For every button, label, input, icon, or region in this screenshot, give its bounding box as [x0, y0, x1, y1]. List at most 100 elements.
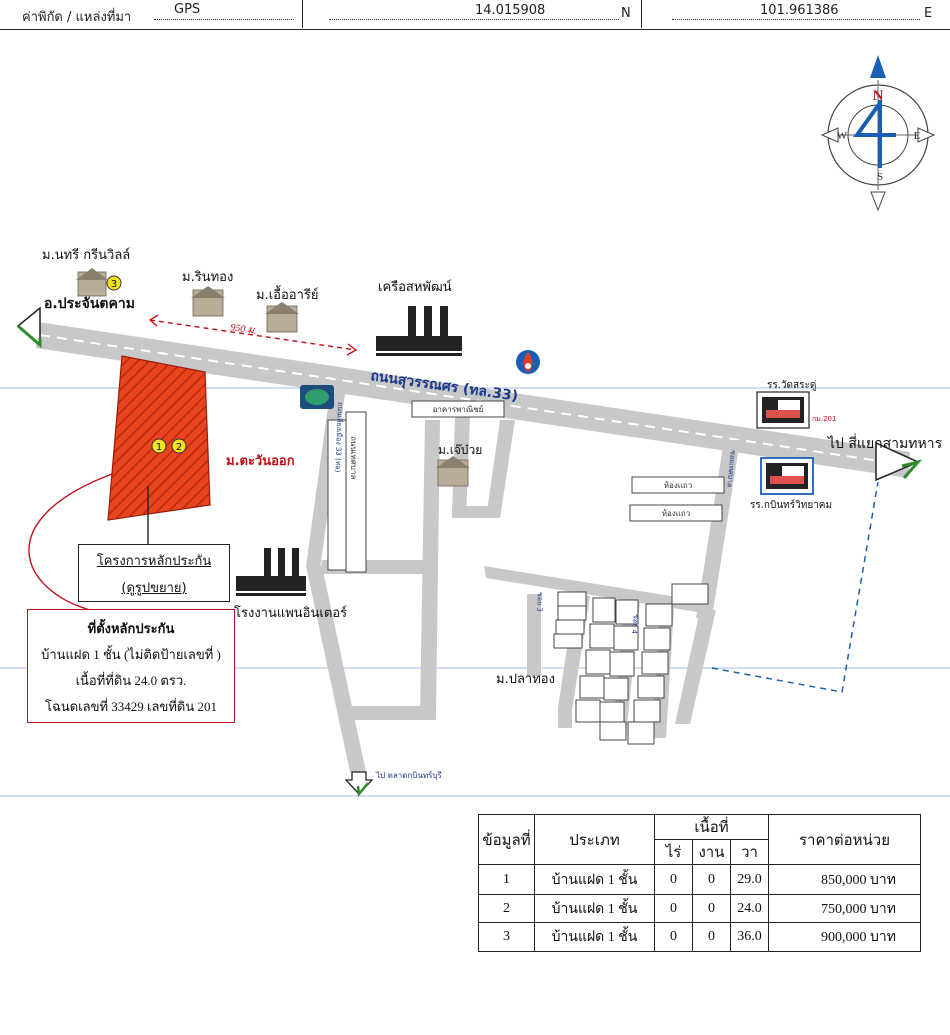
- cell-price: 900,000 บาท: [768, 922, 921, 952]
- housing-grid: [553, 591, 673, 745]
- label-to-prachantakham: อ.ประจันตคาม: [44, 296, 135, 312]
- cell-wa: 24.0: [730, 894, 769, 923]
- school-icon-kabin: [760, 457, 814, 495]
- table-row: 2 บ้านแฝด 1 ชั้น 0 0 24.0 750,000 บาท: [478, 894, 921, 923]
- label-village-plathong: ม.ปลาทอง: [496, 672, 555, 687]
- coord-label: ค่าพิกัด / แหล่งที่มา: [22, 10, 132, 25]
- cell-no: 1: [478, 864, 535, 895]
- house-icon: [76, 268, 108, 297]
- svg-text:3: 3: [111, 279, 117, 290]
- arrow-to-intersection: [875, 441, 923, 482]
- label-distance: 950 ม.: [230, 322, 258, 337]
- dotted-leader: [154, 5, 294, 20]
- table-row: 3 บ้านแฝด 1 ชั้น 0 0 36.0 900,000 บาท: [478, 922, 921, 952]
- dotted-leader: [329, 5, 619, 20]
- compass-north: N: [873, 88, 884, 104]
- label-km-mark: กม.201: [812, 415, 836, 423]
- coord-source-cell: ค่าพิกัด / แหล่งที่มา GPS: [0, 0, 300, 28]
- coordinate-header: ค่าพิกัด / แหล่งที่มา GPS 14.015908 N 10…: [0, 0, 950, 30]
- label-school-kabin: รร.กบินทร์วิทยาคม: [750, 499, 832, 511]
- factory-icon: [376, 306, 462, 356]
- project-label-box: โครงการหลักประกัน (ดูรูปขยาย): [78, 544, 230, 602]
- marker-1[interactable]: 1: [151, 438, 167, 454]
- project-label: โครงการหลักประกัน: [96, 554, 212, 569]
- cell-ngan: 0: [692, 922, 731, 952]
- buildings: [327, 400, 725, 605]
- cell-type: บ้านแฝด 1 ชั้น: [534, 894, 655, 923]
- label-village-ueaari: ม.เอื้ออารีย์: [256, 285, 318, 303]
- compass-rose: [820, 55, 936, 212]
- col-header-wa: วา: [730, 839, 769, 865]
- collateral-plot: [107, 355, 211, 521]
- cell-rai: 0: [654, 864, 693, 895]
- label-factory-sahapat: เครือสหพัฒน์: [378, 279, 452, 295]
- longitude-suffix: E: [924, 6, 933, 21]
- compass-south: S: [877, 171, 883, 183]
- project-sub: (ดูรูปขยาย): [121, 581, 187, 596]
- label-side-road-4: ซอย 4: [630, 614, 640, 635]
- col-header-type: ประเภท: [534, 814, 655, 865]
- collateral-line-2: เนื้อที่ที่ดิน 24.0 ตรว.: [75, 673, 187, 688]
- label-factory-pan: โรงงานแพนอินเตอร์: [234, 605, 347, 621]
- cell-rai: 0: [654, 922, 693, 952]
- cell-wa: 29.0: [730, 864, 769, 895]
- distance-indicator: [148, 314, 358, 356]
- col-header-rai: ไร่: [654, 839, 693, 865]
- house-icon: [191, 286, 225, 317]
- label-side-road-5: ถนนเทศบาล: [349, 436, 358, 479]
- table-row: 1 บ้านแฝด 1 ชั้น 0 0 29.0 850,000 บาท: [478, 864, 921, 895]
- marker-3[interactable]: 3: [106, 275, 122, 291]
- marker-2[interactable]: 2: [171, 438, 187, 454]
- coord-source-value: GPS: [174, 2, 201, 17]
- latitude-cell: 14.015908 N: [302, 0, 641, 28]
- arrow-to-market: [344, 771, 374, 798]
- house-icon: [265, 302, 299, 333]
- school-icon-watsrakhu: [756, 391, 810, 429]
- label-village-jiuai: ม.เจ๊บ๋วย: [438, 443, 482, 457]
- cell-rai: 0: [654, 894, 693, 923]
- highway-33: [36, 322, 910, 478]
- label-side-road-2: ซอย 3: [535, 592, 544, 612]
- latitude-value: 14.015908: [475, 3, 546, 18]
- house-icon: [436, 456, 470, 487]
- cell-ngan: 0: [692, 864, 731, 895]
- col-header-no: ข้อมูลที่: [478, 814, 535, 865]
- col-header-area: เนื้อที่: [654, 814, 769, 840]
- dotted-leader: [672, 5, 920, 20]
- factory-icon: [236, 548, 306, 596]
- collateral-info-box: ที่ตั้งหลักประกัน บ้านแฝด 1 ชั้น (ไม่ติด…: [27, 609, 235, 723]
- label-to-market: ไป ตลาดกบินทร์บุรี: [375, 770, 442, 780]
- plot-connector: [28, 473, 113, 611]
- cell-no: 2: [478, 894, 535, 923]
- label-school-watsrakhu: รร.วัดสระดู่: [767, 380, 816, 391]
- label-side-road-3: ซอยเทศบาล: [725, 450, 737, 488]
- label-commercial-building: อาคารพาณิชย์: [433, 404, 484, 414]
- compass-west: W: [837, 130, 848, 142]
- label-tambon: ม.ตะวันออก: [226, 454, 295, 469]
- label-village-nathree: ม.นทรี กรีนวิลล์: [42, 247, 130, 263]
- label-village-rinthong: ม.รินทอง: [182, 270, 233, 285]
- col-header-ngan: งาน: [692, 839, 731, 865]
- latitude-suffix: N: [621, 6, 631, 21]
- label-shophouse-1: ห้องแถว: [664, 481, 692, 490]
- longitude-value: 101.961386: [760, 3, 839, 18]
- cell-ngan: 0: [692, 894, 731, 923]
- cell-type: บ้านแฝด 1 ชั้น: [534, 922, 655, 952]
- collateral-line-1: บ้านแฝด 1 ชั้น (ไม่ติดป้ายเลขที่ ): [41, 647, 221, 662]
- cell-price: 850,000 บาท: [768, 864, 921, 895]
- label-shophouse-2: ห้องแถว: [662, 509, 690, 518]
- comparison-table: ข้อมูลที่ ประเภท เนื้อที่ ราคาต่อหน่วย ไ…: [478, 814, 921, 952]
- cell-wa: 36.0: [730, 922, 769, 952]
- svg-text:2: 2: [176, 442, 182, 453]
- school-boundary: [711, 481, 879, 693]
- arrow-to-prachantakham: [16, 306, 42, 349]
- longitude-cell: 101.961386 E: [641, 0, 950, 28]
- svg-text:1: 1: [156, 442, 162, 453]
- side-roads: [306, 392, 740, 772]
- cell-type: บ้านแฝด 1 ชั้น: [534, 864, 655, 895]
- cafe-icon: [300, 385, 334, 409]
- collateral-title: ที่ตั้งหลักประกัน: [87, 621, 175, 636]
- gas-station-icon: [516, 350, 540, 374]
- label-side-road-1: ถนนเลี่ยงเมือง 33 (ทล): [334, 402, 345, 473]
